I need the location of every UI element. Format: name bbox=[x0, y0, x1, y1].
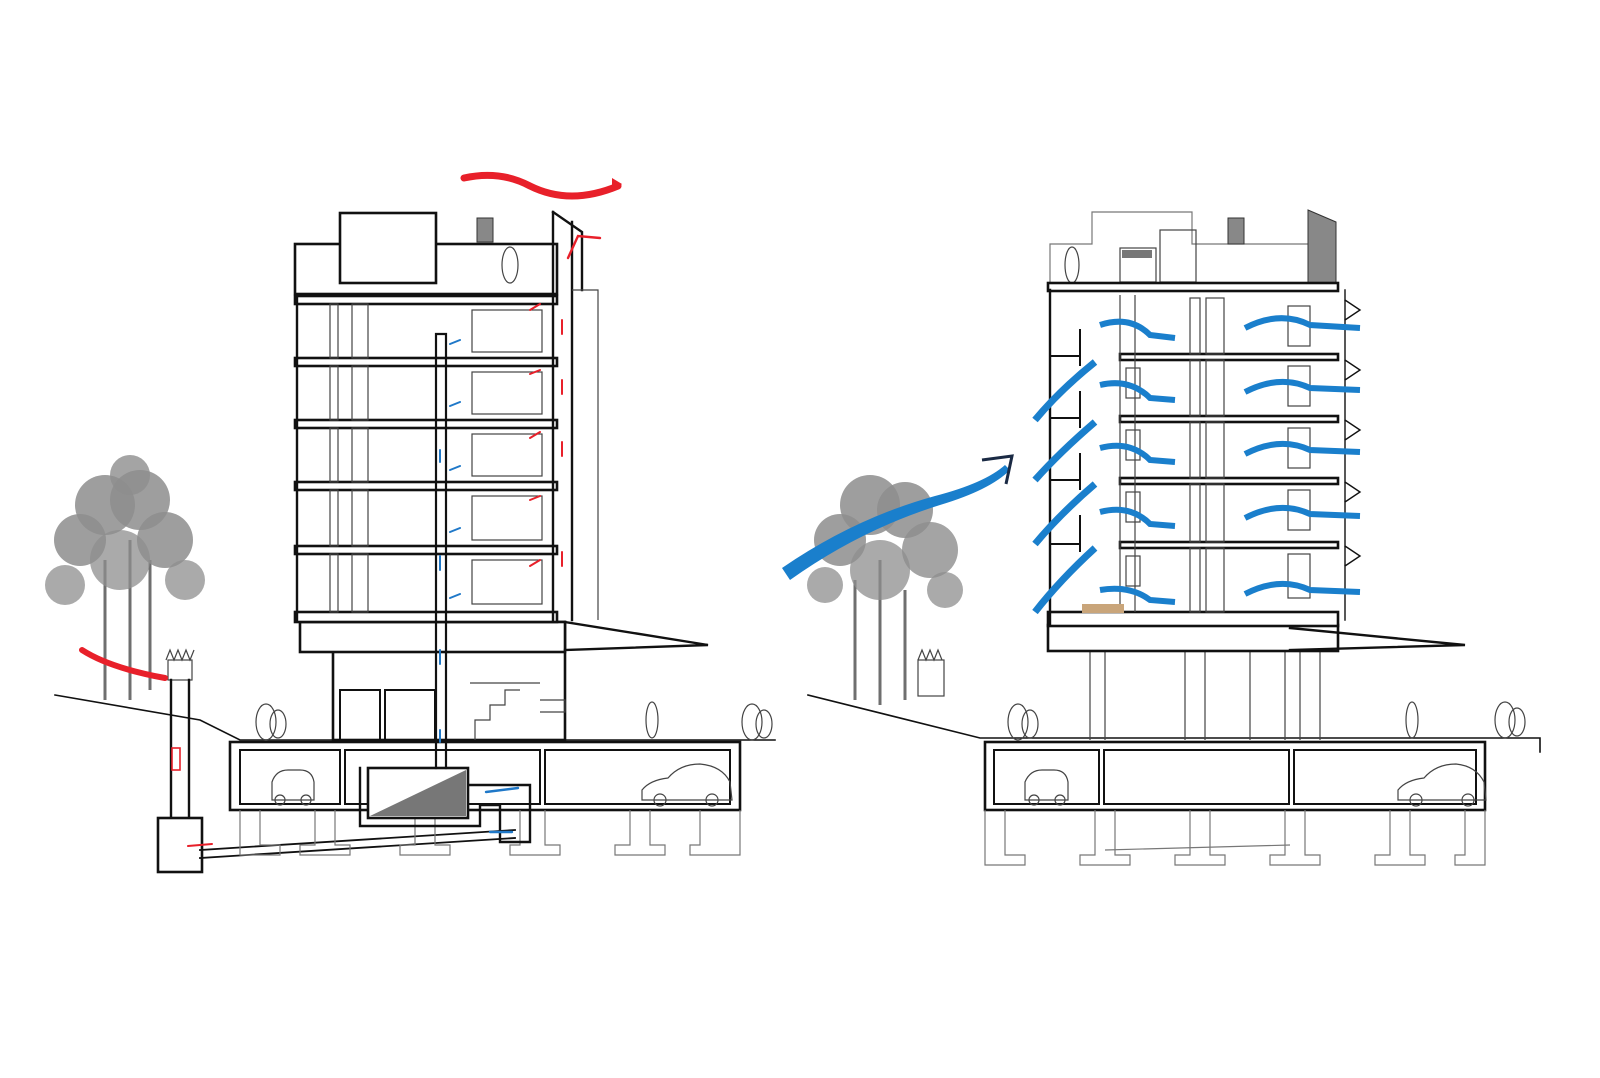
shrub-icon bbox=[1405, 701, 1419, 739]
shrub-icon bbox=[645, 701, 659, 739]
right-pilotis bbox=[1046, 623, 1466, 740]
shrub-icon bbox=[1007, 703, 1039, 741]
rooftop-box bbox=[338, 211, 438, 285]
shrub-icon bbox=[741, 703, 773, 741]
air-flow-arrow-icon bbox=[1099, 318, 1176, 605]
left-ground-floor bbox=[298, 620, 709, 742]
wind-arrow-icon bbox=[782, 454, 1014, 580]
air-intake-tower bbox=[917, 648, 945, 697]
shrub-icon bbox=[255, 703, 287, 741]
air-flow-arrow-icon bbox=[1032, 359, 1098, 615]
left-basement bbox=[228, 740, 742, 856]
left-panel-stack-effect bbox=[45, 171, 776, 874]
right-basement bbox=[983, 740, 1487, 866]
right-ground-line bbox=[807, 694, 1541, 753]
right-panel-cross-ventilation bbox=[782, 209, 1541, 866]
car-icon bbox=[641, 763, 733, 807]
shrub-icon bbox=[1494, 701, 1526, 739]
tree-icon bbox=[807, 475, 963, 705]
warm-air-flows bbox=[79, 171, 622, 847]
air-flow-arrow-icon bbox=[1243, 315, 1361, 597]
right-tower bbox=[1046, 209, 1362, 628]
intake-air-arrow bbox=[79, 647, 168, 681]
tree-icon bbox=[45, 455, 205, 700]
exhaust-plume bbox=[460, 171, 622, 200]
wood-bench bbox=[1082, 604, 1124, 613]
car-icon bbox=[1024, 769, 1069, 806]
car-icon bbox=[1397, 763, 1487, 807]
heat-exchanger bbox=[370, 770, 466, 816]
earth-tube bbox=[199, 829, 516, 859]
cool-air-flows bbox=[439, 339, 520, 834]
car-icon bbox=[271, 769, 315, 806]
air-intake-tower bbox=[156, 648, 204, 874]
left-tower bbox=[293, 210, 599, 770]
